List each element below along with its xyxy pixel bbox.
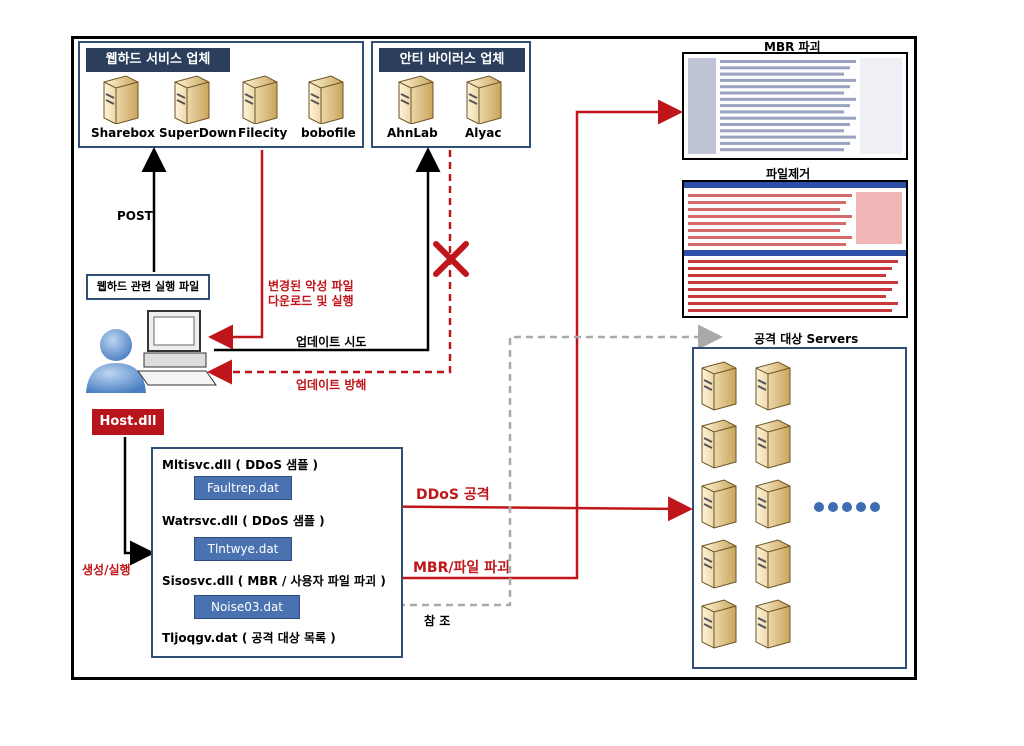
target-server-icon (755, 599, 791, 649)
download-arrow (208, 150, 264, 350)
webhard-companies-title: 웹하드 서비스 업체 (86, 48, 230, 72)
file-panel-title: 파일제거 (766, 167, 811, 181)
server-icon (103, 75, 139, 124)
reference-label: 참 조 (424, 614, 451, 628)
diagram-frame (71, 36, 917, 680)
file-hex-panel (682, 180, 908, 318)
server-label-ahnlab: AhnLab (387, 126, 438, 140)
dll-list-box: Mltisvc.dll ( DDoS 샘플 ) Faultrep.dat Wat… (151, 447, 403, 658)
create-run-arrow (123, 437, 155, 566)
antivirus-companies-box: 안티 바이러스 업체 (371, 41, 531, 148)
dll-item-watrsvc: Watrsvc.dll ( DDoS 샘플 ) (162, 514, 325, 528)
post-label: POST (117, 209, 153, 223)
file-hex-dump (684, 182, 906, 316)
ddos-label: DDoS 공격 (416, 487, 490, 503)
target-server-icon (701, 539, 737, 589)
server-label-alyac: Alyac (465, 126, 502, 140)
server-label-superdown: SuperDown (159, 126, 237, 140)
webhard-exec-file: 웹하드 관련 실행 파일 (86, 274, 210, 300)
dat-faultrep: Faultrep.dat (194, 476, 292, 500)
mbr-label: MBR/파일 파괴 (413, 560, 510, 576)
server-icon (308, 75, 344, 124)
update-block-label: 업데이트 방해 (296, 378, 367, 392)
target-server-icon (755, 479, 791, 529)
antivirus-companies-title: 안티 바이러스 업체 (379, 48, 525, 72)
dll-item-mltisvc: Mltisvc.dll ( DDoS 샘플 ) (162, 458, 318, 472)
mbr-panel-title: MBR 파괴 (764, 40, 821, 54)
reference-arrow (302, 324, 723, 607)
update-try-arrow (214, 147, 441, 352)
target-server-icon (701, 419, 737, 469)
dll-item-sisosvc: Sisosvc.dll ( MBR / 사용자 파일 파괴 ) (162, 574, 386, 588)
server-label-bobofile: bobofile (301, 126, 356, 140)
target-server-icon (701, 479, 737, 529)
dat-tlntwye: Tlntwye.dat (194, 537, 292, 561)
target-servers-title: 공격 대상 Servers (754, 332, 859, 346)
mbr-hex-dump (684, 54, 906, 158)
download-label-line2: 다운로드 및 실행 (268, 294, 354, 308)
server-icon (398, 75, 434, 124)
ellipsis-icon (814, 502, 880, 512)
server-icon (242, 75, 278, 124)
host-dll-badge: Host.dll (92, 409, 164, 435)
update-try-label: 업데이트 시도 (296, 335, 367, 349)
create-run-label: 생성/실행 (82, 563, 131, 577)
target-server-icon (701, 599, 737, 649)
user-pc-icon (86, 310, 217, 393)
dll-item-tljoqgv: Tljoqgv.dat ( 공격 대상 목록 ) (162, 631, 336, 645)
target-server-icon (701, 361, 737, 411)
target-server-icon (755, 419, 791, 469)
server-icon (174, 75, 210, 124)
mbr-hex-panel (682, 52, 908, 160)
mbr-arrow (402, 99, 683, 580)
target-server-icon (755, 539, 791, 589)
server-label-filecity: Filecity (238, 126, 288, 140)
target-server-icon (755, 361, 791, 411)
dat-noise03: Noise03.dat (194, 595, 300, 619)
server-icon (466, 75, 502, 124)
update-block-arrow (207, 150, 452, 385)
server-label-sharebox: Sharebox (91, 126, 155, 140)
blocked-x-icon (433, 241, 469, 277)
download-label-line1: 변경된 악성 파일 (268, 279, 354, 293)
